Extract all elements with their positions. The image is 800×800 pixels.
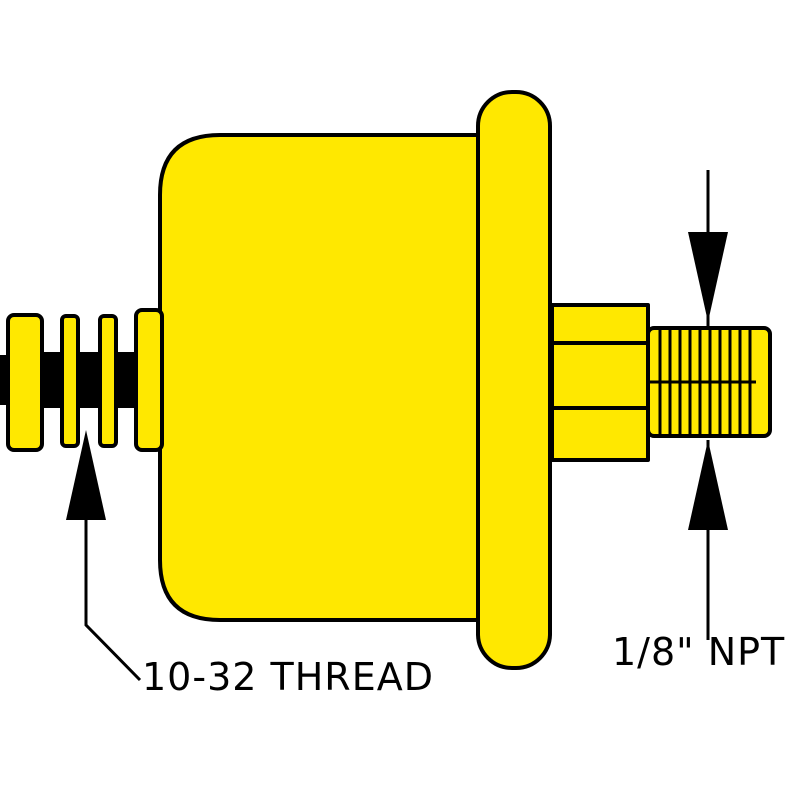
terminal-base [134, 308, 164, 452]
thread-leader-arrow [66, 430, 142, 682]
npt-thread-label: 1/8" NPT [612, 630, 786, 674]
sender-flange [476, 90, 552, 670]
sender-body [158, 133, 482, 622]
terminal-nut [6, 313, 44, 452]
hex-fitting [550, 303, 650, 462]
washer-1 [98, 314, 118, 448]
npt-dimension-arrows [688, 170, 728, 640]
terminal-thread-label: 10-32 THREAD [142, 655, 434, 699]
washer-2 [60, 314, 80, 448]
